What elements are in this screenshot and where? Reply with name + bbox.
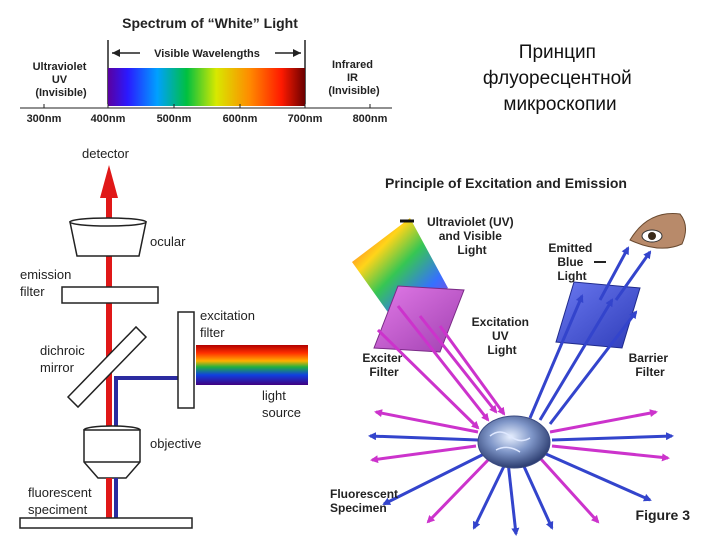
spectrum-ticks	[43, 104, 371, 108]
emission-filter-label: emission filter	[20, 267, 75, 299]
tick-500nm: 500nm	[157, 113, 192, 125]
specimen-label: fluorescent speciment	[28, 485, 95, 517]
emitted-blue-label: Emitted Blue Light	[548, 241, 595, 283]
spectrum-panel: Spectrum of “White” Light Visible Wavele…	[20, 15, 392, 125]
exciter-filter	[373, 285, 465, 353]
detector-arrow	[100, 165, 118, 198]
eye-icon	[629, 213, 686, 249]
exciter-filter-label: Exciter Filter	[362, 351, 405, 379]
dichroic-mirror-label: dichroic mirror	[40, 343, 88, 375]
objective-lens	[83, 429, 141, 479]
microscope-schematic: detector ocular emission filter dichroic…	[19, 146, 308, 529]
tick-700nm: 700nm	[288, 113, 323, 125]
ocular-lens	[69, 221, 147, 257]
fluorescent-specimen	[477, 415, 551, 469]
objective-label: objective	[150, 436, 201, 451]
light-source-label: light source	[262, 388, 301, 420]
emission-arrows	[368, 246, 674, 536]
excitation-uv-label: Excitation UV Light	[472, 315, 533, 357]
tick-300nm: 300nm	[27, 113, 62, 125]
excitation-emission-panel: Principle of Excitation and Emission Ult…	[330, 175, 691, 536]
specimen-slide	[19, 517, 193, 529]
visible-wavelengths-label: Visible Wavelengths	[154, 48, 260, 60]
principle-title: Principle of Excitation and Emission	[385, 175, 627, 191]
tick-600nm: 600nm	[223, 113, 258, 125]
page-title: Принцип флуоресцентной микроскопии	[483, 42, 637, 115]
figure-caption: Figure 3	[636, 507, 691, 523]
reflected-arrows	[370, 409, 670, 524]
uv-label: Ultraviolet UV (Invisible)	[33, 61, 90, 99]
ocular-label: ocular	[150, 234, 186, 249]
excitation-filter	[177, 311, 195, 409]
barrier-filter	[555, 281, 641, 349]
dichroic-mirror	[66, 325, 148, 409]
excitation-arrows	[376, 305, 506, 430]
tick-800nm: 800nm	[353, 113, 388, 125]
tick-400nm: 400nm	[91, 113, 126, 125]
excitation-filter-label: excitation filter	[200, 308, 259, 340]
barrier-filter-label: Barrier Filter	[629, 351, 672, 379]
ir-label: Infrared IR (Invisible)	[328, 59, 380, 97]
light-source-beam	[196, 345, 308, 385]
spectrum-bar	[108, 68, 305, 106]
detector-label: detector	[82, 146, 130, 161]
spectrum-title: Spectrum of “White” Light	[122, 15, 298, 31]
specimen-label-right: Fluorescent Specimen	[330, 487, 401, 515]
uv-visible-label: Ultraviolet (UV) and Visible Light	[427, 215, 517, 257]
emission-filter	[61, 286, 159, 304]
